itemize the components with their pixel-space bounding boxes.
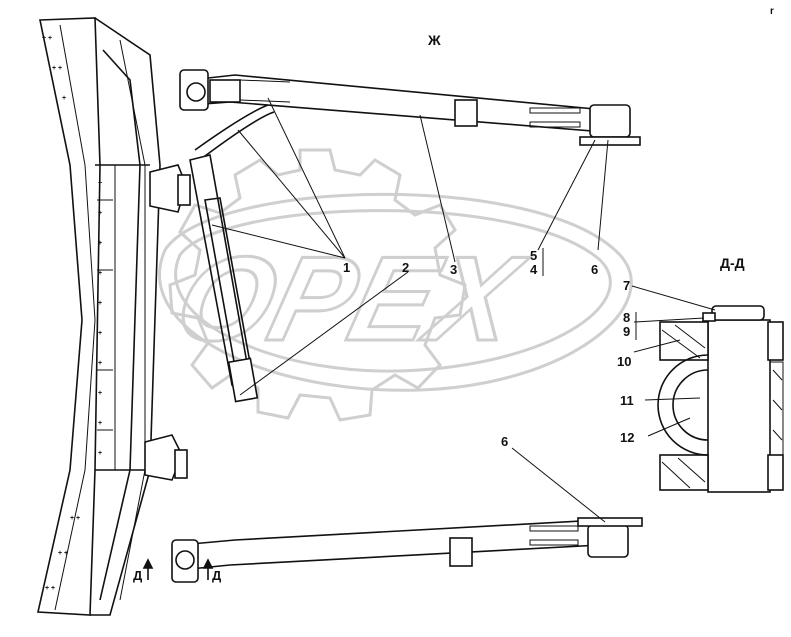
upper-push-arm bbox=[179, 69, 641, 146]
svg-text:+: + bbox=[62, 95, 66, 102]
view-label: Ж bbox=[427, 32, 441, 48]
leader-lines bbox=[211, 97, 716, 523]
callout-6-upper: 6 bbox=[591, 262, 598, 277]
svg-text:+: + bbox=[98, 420, 102, 427]
callout-9: 9 bbox=[623, 324, 630, 339]
svg-text:+: + bbox=[98, 210, 102, 217]
lower-push-arm bbox=[171, 517, 643, 583]
callout-5: 5 bbox=[530, 248, 537, 263]
svg-text:+: + bbox=[98, 390, 102, 397]
callout-1: 1 bbox=[343, 260, 350, 275]
svg-text:+: + bbox=[98, 300, 102, 307]
svg-text:+ +: + + bbox=[70, 515, 80, 522]
svg-text:+ +: + + bbox=[58, 550, 68, 557]
section-arrows bbox=[142, 558, 214, 580]
svg-text:+: + bbox=[98, 360, 102, 367]
callout-6-lower: 6 bbox=[501, 434, 508, 449]
svg-text:+ +: + + bbox=[52, 65, 62, 72]
callout-8: 8 bbox=[623, 310, 630, 325]
svg-text:+: + bbox=[98, 180, 102, 187]
dozer-blade: + + + + + + + + + + + + + + + + + + + + + bbox=[37, 17, 191, 616]
callout-12: 12 bbox=[620, 430, 634, 445]
brace-cylinder bbox=[189, 104, 275, 403]
section-mark-left: Д bbox=[133, 568, 143, 583]
callout-10: 10 bbox=[617, 354, 631, 369]
svg-text:+: + bbox=[98, 330, 102, 337]
corner-mark: r bbox=[770, 6, 774, 17]
callout-3: 3 bbox=[450, 262, 457, 277]
section-title: Д-Д bbox=[720, 255, 745, 271]
callout-11: 11 bbox=[620, 393, 634, 408]
callout-2: 2 bbox=[402, 260, 409, 275]
section-mark-right: Д bbox=[212, 568, 222, 583]
watermark-text: OPEX bbox=[164, 232, 537, 366]
svg-text:+ +: + + bbox=[42, 35, 52, 42]
svg-text:+: + bbox=[98, 450, 102, 457]
callout-7: 7 bbox=[623, 278, 630, 293]
svg-text:+ +: + + bbox=[45, 585, 55, 592]
section-detail bbox=[657, 305, 784, 493]
watermark-gear bbox=[158, 148, 633, 422]
callout-4: 4 bbox=[530, 262, 538, 277]
svg-text:+: + bbox=[98, 240, 102, 247]
blade-bolts: + + + + + + + + + + + + + + + + + + + + + bbox=[42, 35, 102, 592]
svg-text:+: + bbox=[98, 270, 102, 277]
